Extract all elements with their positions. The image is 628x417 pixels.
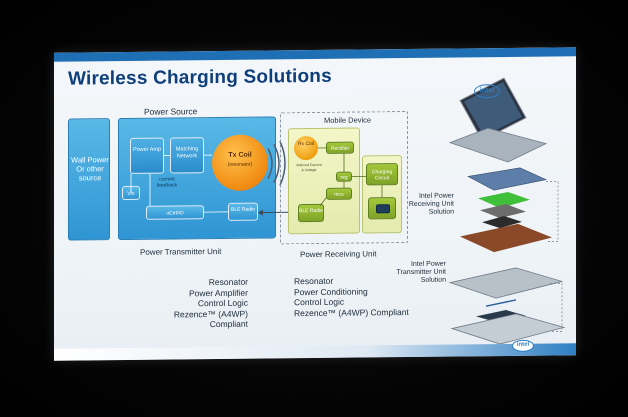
wall-power-box: Wall Power Or other source — [68, 118, 110, 241]
tablet-illustration — [448, 77, 548, 163]
receiver-stack-illustration — [460, 167, 552, 253]
transmitter-specs: Resonator Power Amplifier Control Logic … — [136, 277, 248, 331]
receiver-spec-item: Rezence™ (A4WP) Compliant — [294, 306, 409, 318]
transmitter-spec-item: Control Logic — [197, 297, 248, 309]
rx-signal-lines — [318, 147, 383, 207]
mobile-device-label: Mobile Device — [324, 115, 372, 125]
power-receiving-unit-label: Power Receiving Unit — [300, 249, 377, 260]
wireless-waves-icon — [267, 141, 286, 186]
exploded-device-illustration — [448, 77, 566, 345]
receiving-unit-solution-label: Intel Power Receiving Unit Solution — [408, 192, 454, 216]
tx-signal-lines — [130, 154, 228, 213]
power-transmitter-unit-label: Power Transmitter Unit — [140, 246, 222, 257]
slide-title: Wireless Charging Solutions — [68, 65, 332, 90]
transmitter-unit-solution-label: Intel Power Transmitter Unit Solution — [396, 260, 446, 284]
transmitter-stack-illustration — [448, 267, 566, 345]
transmitter-spec-item: Resonator — [208, 276, 248, 288]
power-source-label: Power Source — [144, 106, 198, 117]
wall-power-label: Wall Power Or other source — [71, 155, 109, 183]
transmitter-spec-item: Rezence™ (A4WP) Compliant — [173, 308, 248, 330]
presentation-slide: Wireless Charging Solutions Power Source… — [54, 47, 576, 361]
